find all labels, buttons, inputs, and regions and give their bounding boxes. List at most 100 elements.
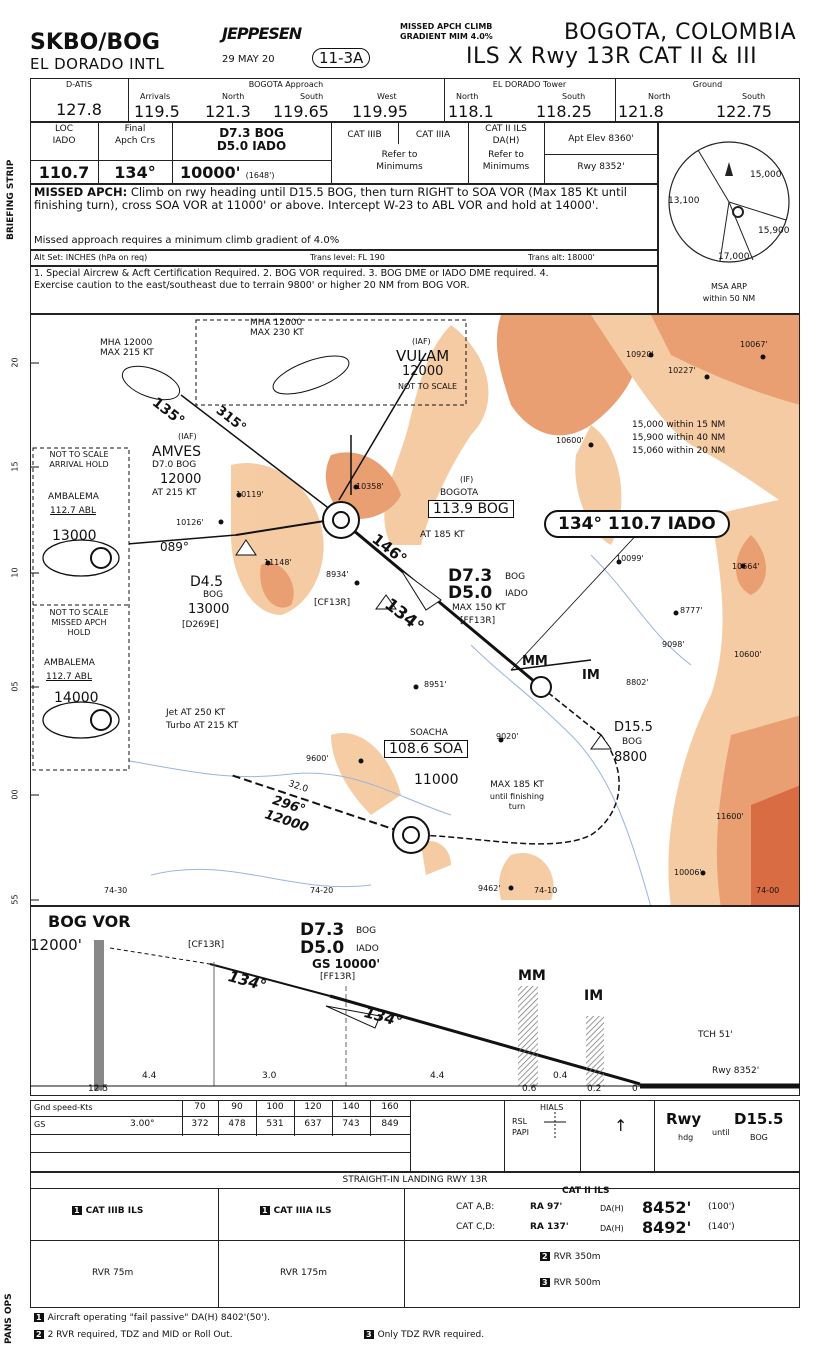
hials-label: HIALS: [540, 1103, 564, 1112]
gnd-north-label: North: [648, 92, 671, 101]
gnd-speed-label: Gnd speed-Kts: [34, 1103, 93, 1112]
arrival-hold-alt: 13000: [52, 528, 97, 544]
arrivals-label: Arrivals: [140, 92, 171, 101]
gs-angle: 3.00°: [130, 1119, 155, 1129]
gnd-north-freq: 121.8: [618, 102, 664, 121]
note-2-badge: 2: [540, 1252, 550, 1261]
spot-elev: 10099': [616, 554, 644, 563]
abl-freq-2: 112.7 ABL: [46, 672, 92, 682]
alt-set: Alt Set: INCHES (hPa on req): [34, 253, 148, 262]
missed-hold-alt: 14000: [54, 690, 99, 706]
twr-south-label: South: [562, 92, 586, 101]
rate-120: 637: [304, 1119, 322, 1129]
app-north-freq: 121.3: [205, 102, 251, 121]
rvr-c: RVR 350m: [553, 1252, 601, 1262]
app-west-label: West: [377, 92, 397, 101]
profile-ff13r: [FF13R]: [320, 972, 356, 982]
cat-cd-da: DA(H): [600, 1224, 624, 1233]
amves-spd: AT 215 KT: [152, 488, 197, 498]
profile-d02: 0.2: [587, 1084, 602, 1094]
spot-elev: 8951': [424, 680, 447, 689]
cat-ab-ra: RA 97': [530, 1202, 563, 1212]
mha-vulam: MHA 12000: [250, 318, 303, 328]
cf13r-plan: [CF13R]: [314, 598, 351, 608]
app-south-freq: 119.65: [273, 102, 329, 121]
max150: MAX 150 KT: [452, 603, 506, 613]
lon-tick-7400: 74-00: [756, 886, 780, 895]
airport-name: EL DORADO INTL: [30, 55, 165, 73]
spot-elev: 10600': [556, 436, 584, 445]
max185-3: turn: [508, 802, 526, 811]
profile-seg-1: 4.4: [142, 1071, 157, 1081]
fix-alt-wrap: 10000' (1648'): [180, 163, 274, 182]
profile-d04: 0.4: [553, 1071, 568, 1081]
missed-hold-label-2: HOLD: [67, 628, 91, 637]
arrival-hold-label: ARRIVAL HOLD: [49, 460, 109, 469]
app-north-label: North: [222, 92, 245, 101]
lat-tick-15: 15: [10, 461, 20, 472]
profile-view: [30, 906, 800, 1096]
cat2-minimums: Minimums: [482, 162, 530, 172]
jet-speed-note: Jet AT 250 KT: [166, 708, 226, 718]
cat3b-label: CAT IIIB: [347, 130, 382, 140]
lat-tick-10: 10: [10, 567, 20, 578]
bog-speed: AT 185 KT: [420, 530, 465, 540]
cat2-label: CAT II ILS: [485, 124, 527, 134]
note-1-badge: 1: [72, 1206, 82, 1215]
profile-bog-vor: BOG VOR: [48, 912, 131, 931]
iado-course-box: 134° 110.7 IADO: [544, 510, 730, 538]
bogota-label: BOGOTA: [440, 488, 479, 498]
footnote-3-text: Only TDZ RVR required.: [377, 1330, 485, 1340]
d45-label: D4.5: [190, 574, 224, 590]
gnd-south-label: South: [742, 92, 766, 101]
profile-d73-bog: BOG: [356, 926, 377, 936]
missed-gradient-text: Missed approach requires a minimum climb…: [34, 235, 340, 246]
spot-elev: 8934': [326, 570, 349, 579]
crs-089: 089°: [160, 540, 189, 554]
mha-vulam-spd: MAX 230 KT: [250, 328, 304, 338]
d155-alt-plan: 8800: [614, 750, 648, 765]
comms-row: [30, 78, 800, 122]
spot-elev: 10119': [236, 490, 264, 499]
im-plan: IM: [582, 668, 600, 683]
d155-plan: D15.5: [614, 720, 653, 735]
spot-elev: 10664': [732, 562, 760, 571]
climb-note-2: GRADIENT MIM 4.0%: [400, 32, 493, 41]
profile-cf13r: [CF13R]: [188, 940, 225, 950]
rate-90: 478: [228, 1119, 246, 1129]
rwy-elev: Rwy 8352': [577, 162, 625, 172]
app-west-freq: 119.95: [352, 102, 408, 121]
cat-cd-label: CAT C,D:: [456, 1222, 496, 1232]
msa-label-1: MSA ARP: [711, 282, 747, 291]
d45-bog: BOG: [203, 590, 224, 600]
missed-apch-text-wrap: MISSED APCH: Climb on rwy heading until …: [34, 186, 654, 212]
d73-label: D7.3: [448, 566, 493, 586]
chart-id: 11-3A: [312, 48, 371, 68]
rate-100: 531: [266, 1119, 284, 1129]
profile-mm: MM: [518, 968, 546, 984]
rivers: [31, 554, 692, 905]
spot-elev: 10006': [674, 868, 702, 877]
max185-2: until finishing: [489, 792, 545, 801]
cat-cd-value: 8492': [642, 1218, 692, 1237]
cat-ab-label: CAT A,B:: [456, 1202, 495, 1212]
refer-to: Refer to: [381, 150, 418, 160]
rate-70: 372: [191, 1119, 209, 1129]
ambalema-1: AMBALEMA: [48, 492, 99, 502]
arrivals-freq: 119.5: [134, 102, 180, 121]
profile-im: IM: [584, 988, 604, 1004]
lat-tick-55: 55: [10, 894, 20, 905]
rwy-hdg-bog: BOG: [750, 1133, 768, 1142]
profile-alt-12000: 12000': [30, 936, 82, 954]
msa-east: 15,000: [750, 170, 782, 180]
approach-lights-icon: [544, 1112, 566, 1140]
papi-label: PAPI: [512, 1128, 529, 1137]
vulam-iaf: (IAF): [412, 337, 431, 346]
cat-cd-height: (140'): [708, 1222, 735, 1232]
amves-name: AMVES: [152, 444, 201, 460]
